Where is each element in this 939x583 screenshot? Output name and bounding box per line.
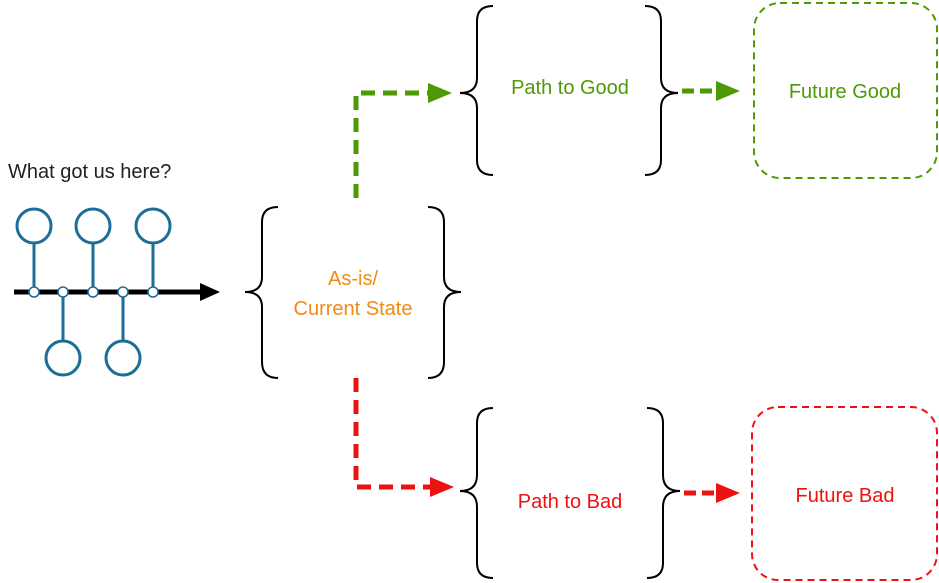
current-state-braces — [244, 206, 462, 379]
path-to-good-label: Path to Good — [511, 77, 629, 99]
timeline-node — [87, 286, 99, 298]
milestone-circle — [15, 207, 53, 245]
timeline-node — [117, 286, 129, 298]
future-good-box — [753, 2, 938, 179]
timeline-node — [28, 286, 40, 298]
history-question: What got us here? — [8, 161, 171, 183]
path-to-good-braces — [459, 5, 679, 176]
timeline-icon — [14, 207, 220, 377]
good-connector — [353, 90, 430, 198]
timeline-arrowhead — [200, 283, 220, 301]
future-bad-box — [751, 406, 938, 581]
bad-future-arrowhead — [716, 483, 740, 503]
bad-connector — [353, 378, 432, 490]
current-state-label-line2: Current State — [294, 298, 413, 320]
timeline-node — [57, 286, 69, 298]
future-good-label: Future Good — [789, 81, 901, 103]
current-state-label-line1: As-is/ — [328, 268, 378, 290]
bad-connector-arrowhead — [430, 477, 454, 497]
milestone-circle — [44, 339, 82, 377]
milestone-circle — [134, 207, 172, 245]
path-to-bad-label: Path to Bad — [518, 491, 623, 513]
milestone-circle — [104, 339, 142, 377]
good-connector-arrowhead — [428, 83, 452, 103]
milestone-circle — [74, 207, 112, 245]
timeline-node — [147, 286, 159, 298]
path-to-bad-braces — [459, 407, 681, 579]
good-future-arrowhead — [716, 81, 740, 101]
future-bad-label: Future Bad — [796, 485, 895, 507]
